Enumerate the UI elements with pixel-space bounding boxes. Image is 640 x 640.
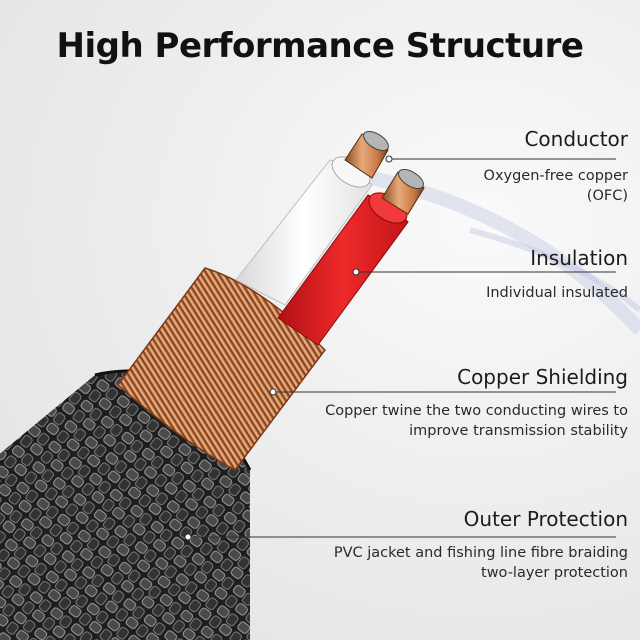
outer-protection-description-line: two-layer protection xyxy=(481,565,628,581)
conductor-callout-dot xyxy=(385,155,393,163)
shielding-description-line: improve transmission stability xyxy=(409,423,628,439)
shielding-heading: Copper Shielding xyxy=(457,365,628,389)
conductor-description-line: Oxygen-free copper xyxy=(483,168,628,184)
conductor-heading: Conductor xyxy=(524,127,628,151)
white-insulated-wire xyxy=(235,130,389,306)
red-insulated-wire xyxy=(277,168,425,346)
conductor-description: Oxygen-free copper (OFC) xyxy=(484,166,628,206)
callout-lines xyxy=(188,158,616,538)
conductor-description-line: (OFC) xyxy=(586,188,628,204)
insulation-callout-dot xyxy=(352,268,360,276)
outer-protection-heading: Outer Protection xyxy=(463,507,628,531)
outer-protection-callout-dot xyxy=(184,533,192,541)
shielding-callout-dot xyxy=(269,388,277,396)
outer-protection-description: PVC jacket and fishing line fibre braidi… xyxy=(334,543,628,583)
shielding-description: Copper twine the two conducting wires to… xyxy=(325,401,628,441)
outer-protection-description-line: PVC jacket and fishing line fibre braidi… xyxy=(333,545,628,561)
copper-shielding xyxy=(116,267,326,471)
insulation-description-line: Individual insulated xyxy=(486,285,628,301)
insulation-heading: Insulation xyxy=(530,246,628,270)
page-title: High Performance Structure xyxy=(56,26,584,66)
shielding-description-line: Copper twine the two conducting wires to xyxy=(325,403,628,419)
insulation-description: Individual insulated xyxy=(486,283,628,303)
